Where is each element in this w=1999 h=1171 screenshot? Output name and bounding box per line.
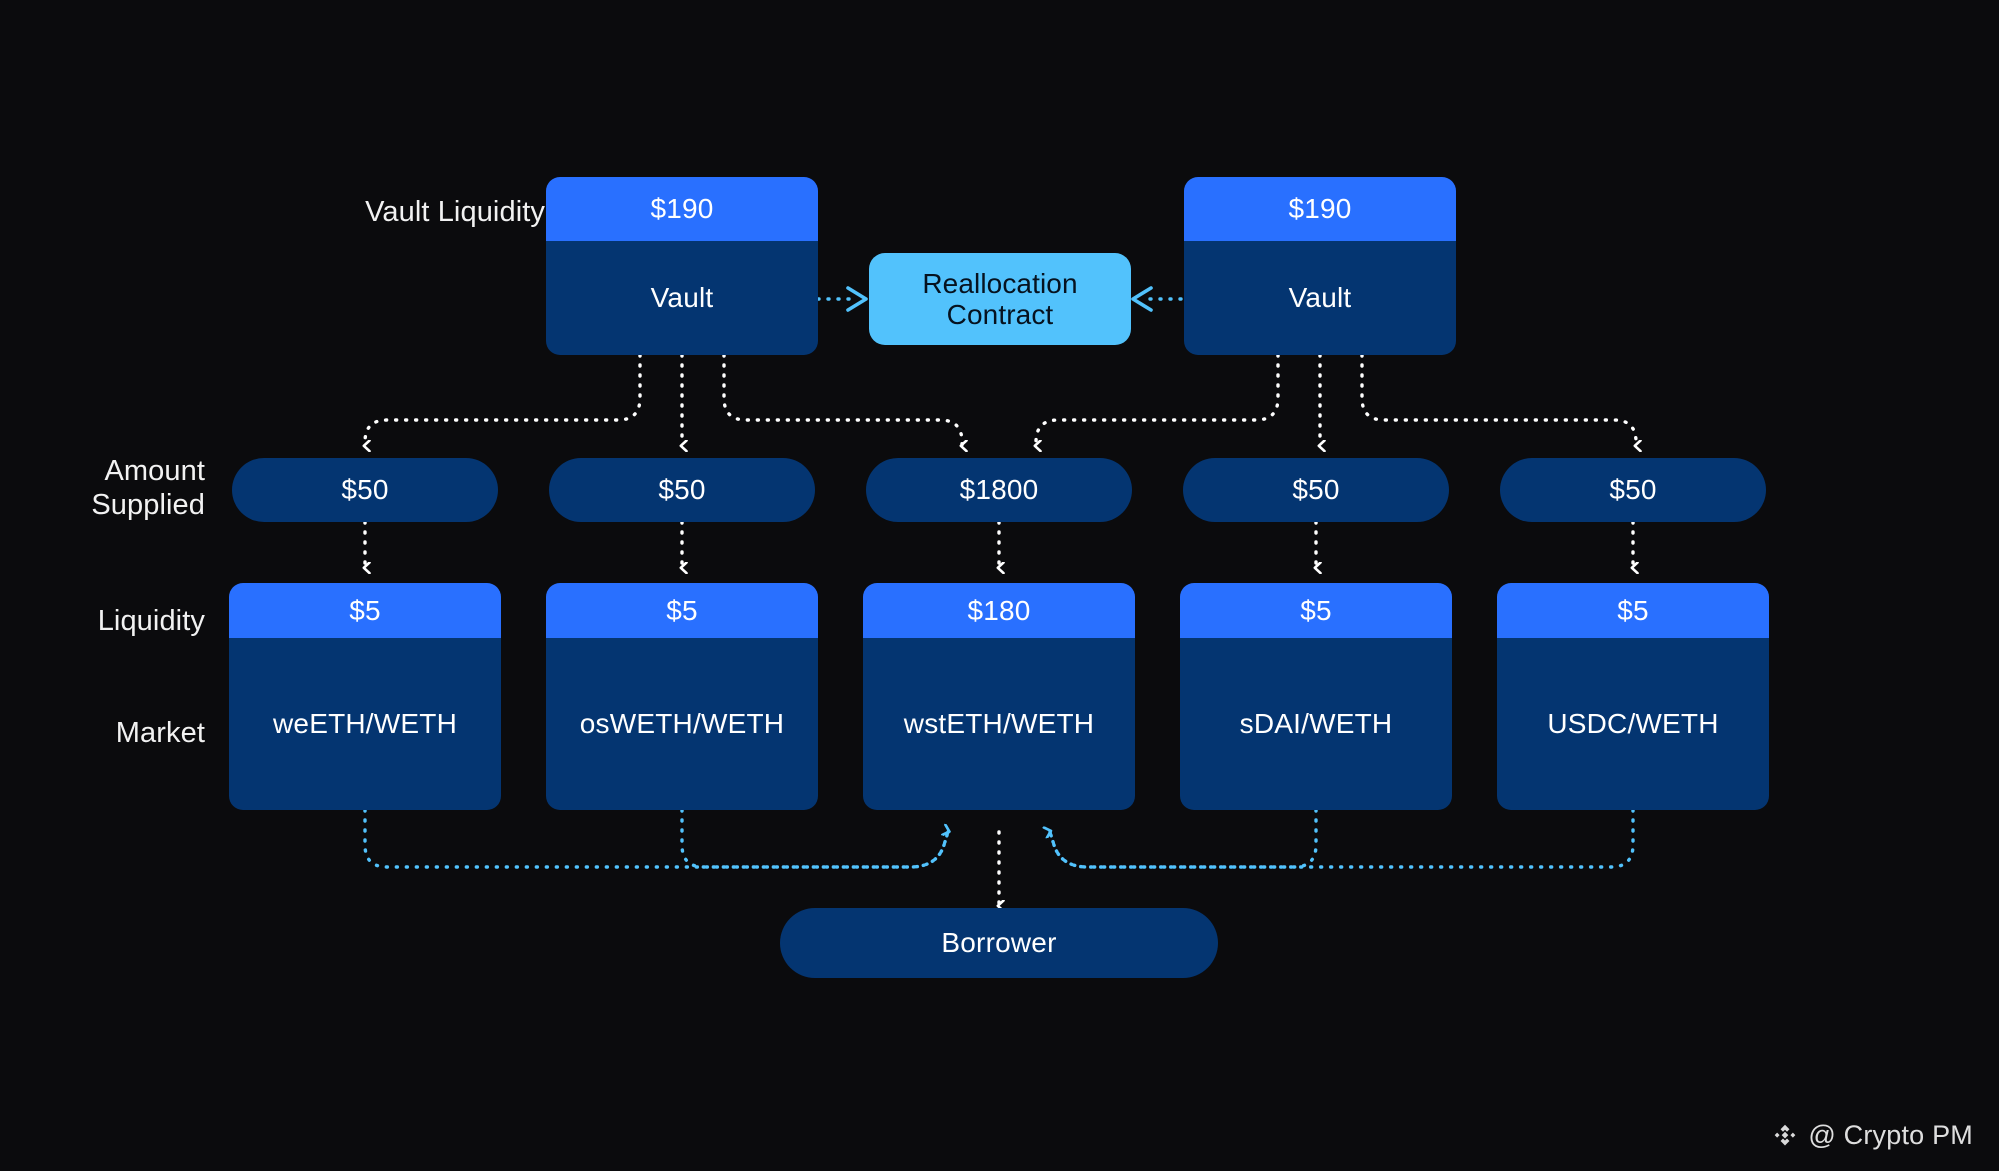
amount-supplied-pill[interactable]: $1800 [866,458,1132,522]
row-label-vault-liquidity: Vault Liquidity [365,196,545,228]
vault-name: Vault [546,241,818,355]
market-card-weeth-weth[interactable]: $5 weETH/WETH [229,583,501,810]
vault-card-left[interactable]: $190 Vault [546,177,818,355]
binance-diamond-icon [1771,1122,1799,1150]
vault-name: Vault [1184,241,1456,355]
market-card-osweth-weth[interactable]: $5 osWETH/WETH [546,583,818,810]
row-label-market: Market [115,717,205,749]
market-liquidity-value: $5 [1180,583,1452,638]
vault-card-right[interactable]: $190 Vault [1184,177,1456,355]
amount-supplied-pill[interactable]: $50 [1500,458,1766,522]
market-name: sDAI/WETH [1180,638,1452,810]
market-name: osWETH/WETH [546,638,818,810]
market-name: wstETH/WETH [863,638,1135,810]
reallocation-contract-box[interactable]: Reallocation Contract [869,253,1131,345]
market-liquidity-value: $5 [546,583,818,638]
watermark-handle: @ Crypto PM [1808,1120,1973,1150]
market-name: USDC/WETH [1497,638,1769,810]
market-name: weETH/WETH [229,638,501,810]
market-card-sdai-weth[interactable]: $5 sDAI/WETH [1180,583,1452,810]
row-label-liquidity: Liquidity [97,605,205,637]
watermark: @ Crypto PM [1771,1120,1973,1151]
market-liquidity-value: $5 [229,583,501,638]
vault-liquidity-value: $190 [546,177,818,241]
vault-liquidity-value: $190 [1184,177,1456,241]
amount-supplied-pill[interactable]: $50 [549,458,815,522]
amount-supplied-pill[interactable]: $50 [232,458,498,522]
borrower-box[interactable]: Borrower [780,908,1218,978]
market-card-usdc-weth[interactable]: $5 USDC/WETH [1497,583,1769,810]
market-liquidity-value: $5 [1497,583,1769,638]
amount-supplied-pill[interactable]: $50 [1183,458,1449,522]
market-card-wsteth-weth[interactable]: $180 wstETH/WETH [863,583,1135,810]
market-liquidity-value: $180 [863,583,1135,638]
row-label-amount-supplied: Amount Supplied [91,455,205,521]
